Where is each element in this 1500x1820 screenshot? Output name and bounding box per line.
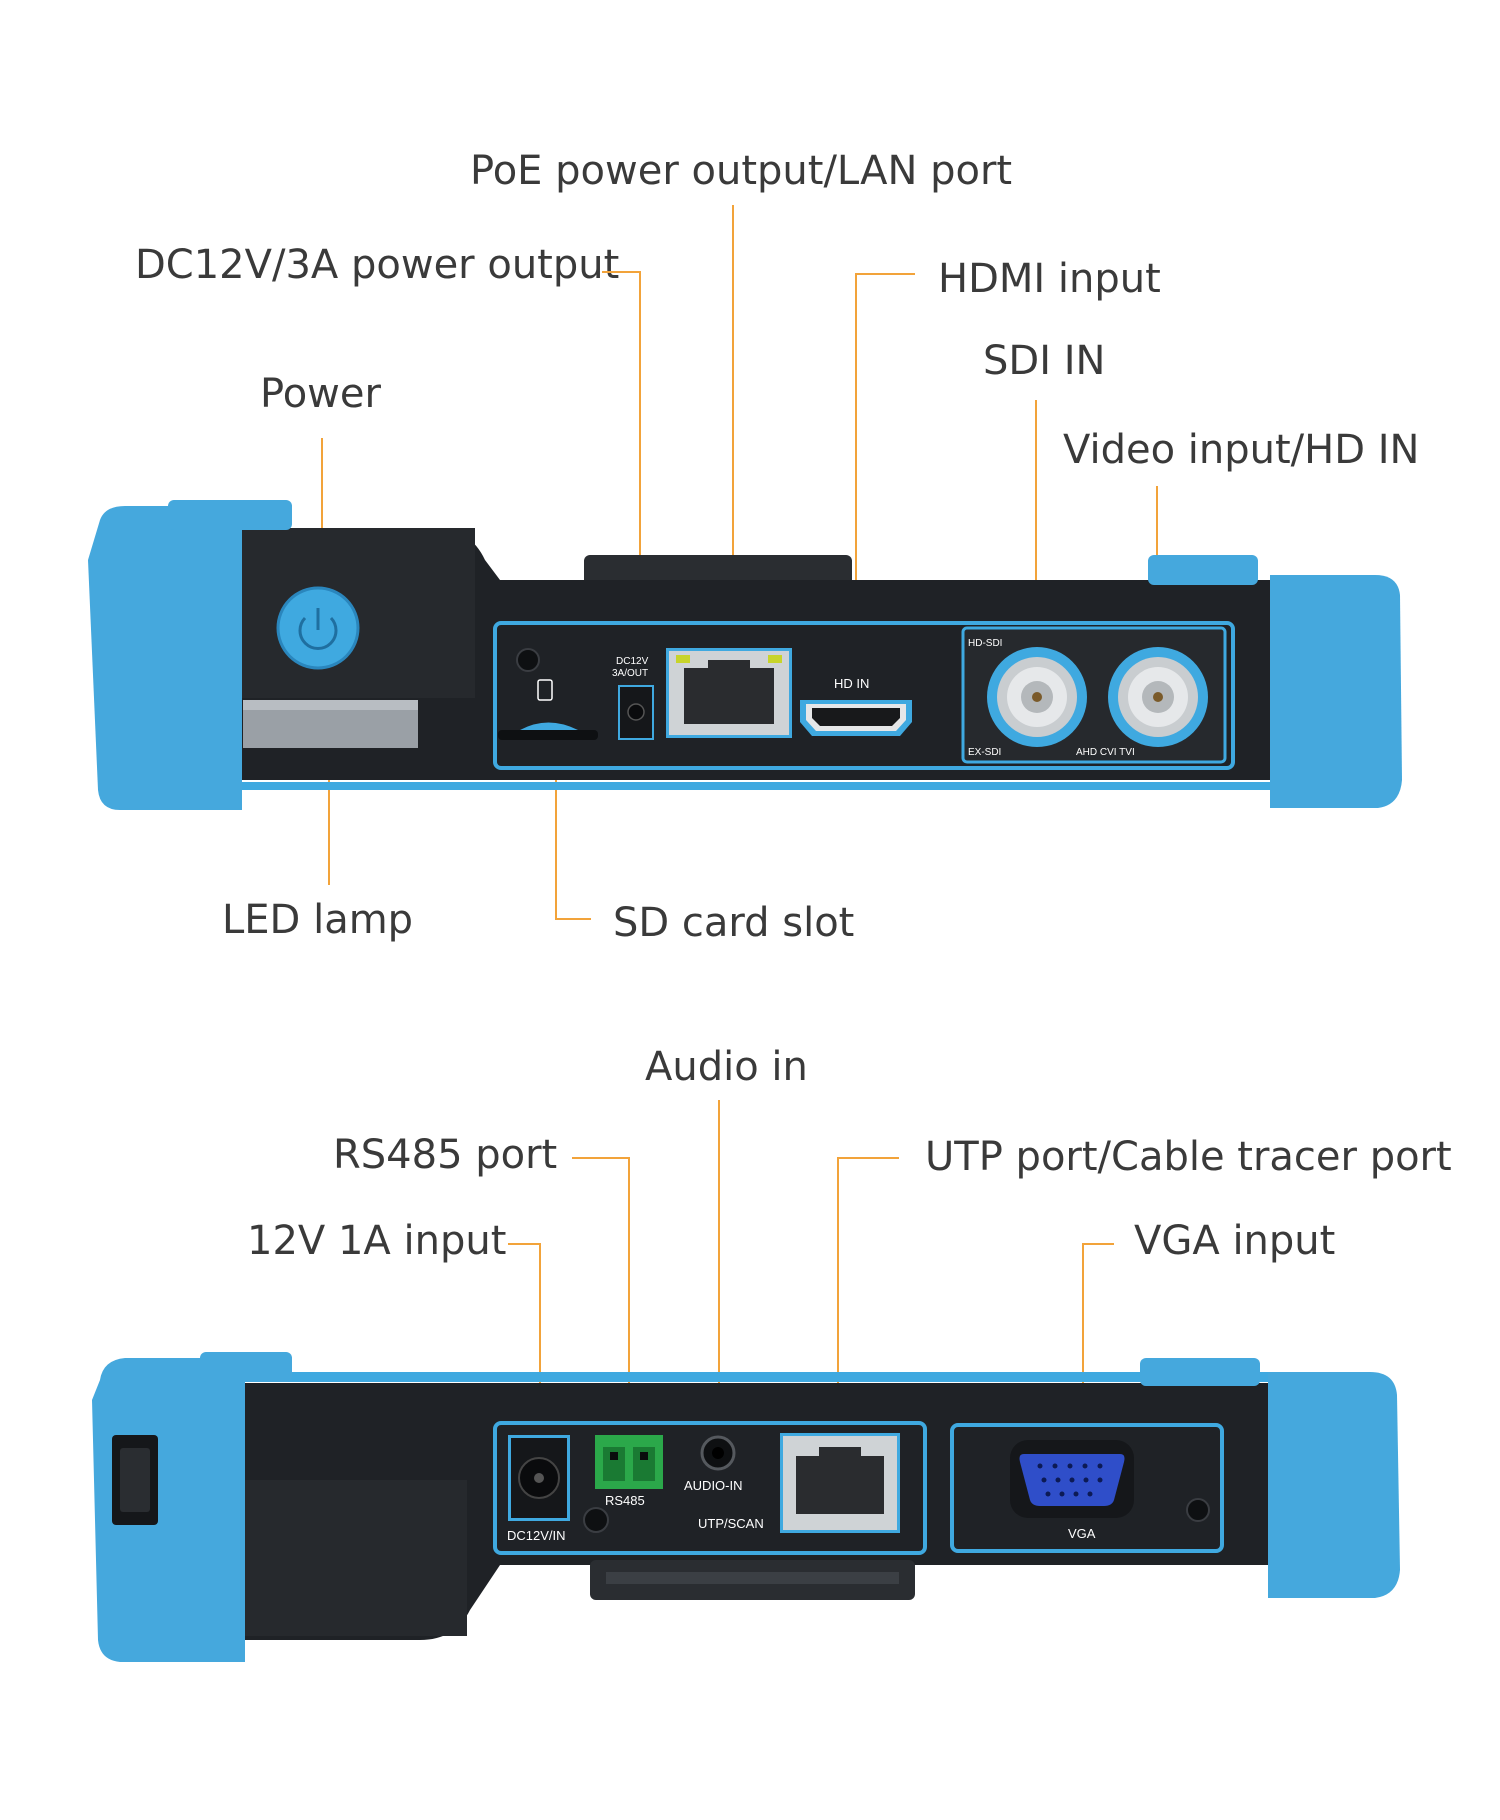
leader-12v-v xyxy=(539,1243,541,1398)
ahd-cvi-tvi-label: AHD CVI TVI xyxy=(1076,747,1135,758)
audio-in-label: AUDIO-IN xyxy=(684,1478,743,1493)
sd-card-icon xyxy=(537,679,553,701)
leader-rs485-h xyxy=(572,1157,629,1159)
callout-12v-input: 12V 1A input xyxy=(247,1218,507,1264)
sd-card-slot xyxy=(498,730,598,740)
leader-utp-v xyxy=(837,1157,839,1399)
callout-dc-output: DC12V/3A power output xyxy=(135,242,620,288)
lan-led-left xyxy=(676,655,690,663)
leader-hdmi-h xyxy=(855,273,915,275)
callout-led-lamp: LED lamp xyxy=(222,897,414,943)
utp-scan-label: UTP/SCAN xyxy=(698,1516,764,1531)
leader-sd-card-v xyxy=(555,755,557,920)
bottom-device: DC12V/IN RS485 AUDIO-IN UTP/SCAN VGA xyxy=(92,1352,1400,1662)
callout-audio-in: Audio in xyxy=(645,1044,808,1090)
top-right-bumper xyxy=(1270,575,1402,808)
bottom-port-panel-right xyxy=(950,1423,1224,1553)
lan-led-right xyxy=(768,655,782,663)
bottom-port-panel-left xyxy=(493,1421,927,1555)
leader-hdmi-v xyxy=(855,273,857,625)
rs485-label: RS485 xyxy=(605,1493,645,1508)
hd-in-label: HD IN xyxy=(834,676,869,691)
leader-led-lamp xyxy=(328,760,330,885)
leader-vga-h xyxy=(1082,1243,1114,1245)
top-port-panel xyxy=(493,621,1235,770)
leader-rs485-v xyxy=(628,1157,630,1399)
top-device: DC12V 3A/OUT HD IN HD-SDI EX-SDI AHD CVI… xyxy=(88,500,1402,810)
callout-video-input: Video input/HD IN xyxy=(1063,427,1420,473)
leader-power xyxy=(321,438,323,610)
dc12v-in-label: DC12V/IN xyxy=(507,1528,566,1543)
power-icon xyxy=(298,616,338,650)
callout-hdmi-input: HDMI input xyxy=(938,256,1161,302)
dc-out-label-2: 3A/OUT xyxy=(612,668,648,679)
leader-utp-h xyxy=(837,1157,899,1159)
callout-vga-input: VGA input xyxy=(1134,1218,1336,1264)
leader-vga-v xyxy=(1082,1243,1084,1399)
bottom-right-bumper xyxy=(1268,1372,1400,1598)
leader-sd-card-h xyxy=(555,918,591,920)
callout-poe-lan: PoE power output/LAN port xyxy=(470,148,1013,194)
dc-out-label-1: DC12V xyxy=(616,656,649,667)
bottom-left-bumper xyxy=(92,1358,245,1662)
leader-sdi-in xyxy=(1035,400,1037,630)
callout-utp-port: UTP port/Cable tracer port xyxy=(925,1134,1452,1180)
leader-12v-h xyxy=(508,1243,540,1245)
leader-dc-output-h xyxy=(602,271,640,273)
top-left-bumper xyxy=(88,506,242,810)
callout-power: Power xyxy=(260,371,381,417)
hd-sdi-label: HD-SDI xyxy=(968,638,1002,649)
callout-sd-card: SD card slot xyxy=(613,900,855,946)
leader-audio-in xyxy=(718,1100,720,1400)
leader-dc-output-v xyxy=(639,271,641,631)
ex-sdi-label: EX-SDI xyxy=(968,747,1001,758)
callout-sdi-in: SDI IN xyxy=(983,338,1106,384)
vga-label: VGA xyxy=(1068,1526,1096,1541)
callout-rs485-port: RS485 port xyxy=(333,1132,558,1178)
leader-poe-lan xyxy=(732,205,734,625)
